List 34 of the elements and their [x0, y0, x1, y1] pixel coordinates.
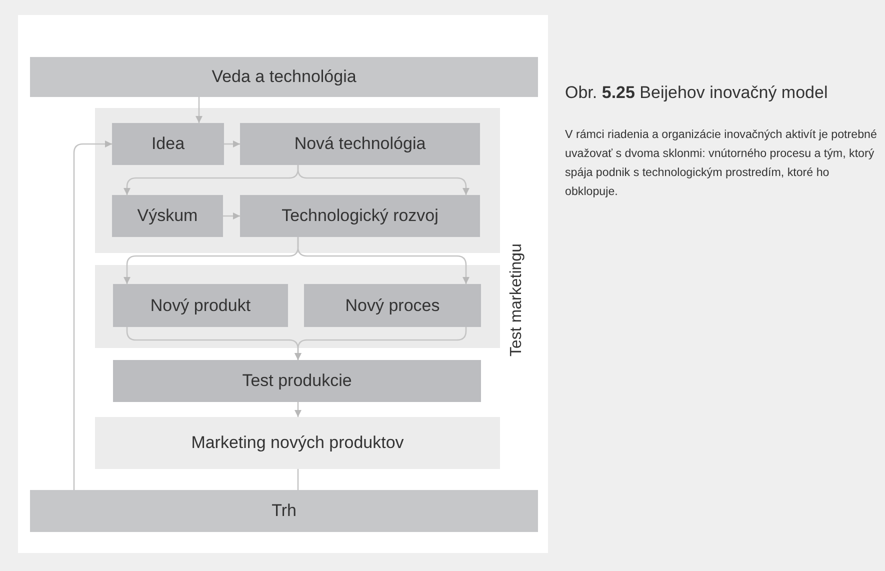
box-label: Technologický rozvoj — [282, 206, 438, 226]
box-label: Nová technológia — [294, 134, 426, 154]
box-label: Idea — [151, 134, 185, 154]
process-box — [113, 284, 288, 327]
side-label: Test marketingu — [508, 244, 526, 356]
arrow — [73, 140, 112, 490]
arrow — [294, 327, 467, 360]
box-label: Veda a technológia — [212, 67, 356, 87]
group-panel — [95, 108, 500, 253]
group-panel — [95, 265, 500, 348]
arrow — [297, 165, 470, 195]
box-label: Trh — [272, 501, 296, 521]
process-box — [240, 123, 480, 165]
process-box — [113, 360, 481, 402]
box-label: Výskum — [137, 206, 198, 226]
box-label: Nový proces — [345, 296, 440, 316]
connector-line — [297, 469, 299, 490]
box-label: Test produkcie — [242, 371, 352, 391]
process-box — [304, 284, 481, 327]
process-box — [95, 417, 500, 469]
process-box — [30, 490, 538, 532]
figure-title: Obr. 5.25 Beijehov inovačný model — [565, 83, 829, 103]
box-label: Marketing nových produktov — [191, 433, 404, 453]
caption-text: V rámci riadenia a organizácie inovačných aktivít je potrebné uvažovať s dvoma sklonmi: vnútorného procesu a tým, ktorý spája podnik s technologickým prostredím, ktoré ho obklopuje. — [565, 127, 878, 200]
process-box — [112, 195, 223, 237]
process-box — [240, 195, 480, 237]
box-label: Nový produkt — [150, 296, 251, 316]
arrow — [196, 97, 202, 123]
process-box — [112, 123, 224, 165]
arrow — [223, 212, 240, 220]
arrow — [224, 140, 240, 148]
process-box — [30, 57, 538, 97]
arrow — [294, 402, 302, 417]
arrow — [297, 237, 470, 284]
